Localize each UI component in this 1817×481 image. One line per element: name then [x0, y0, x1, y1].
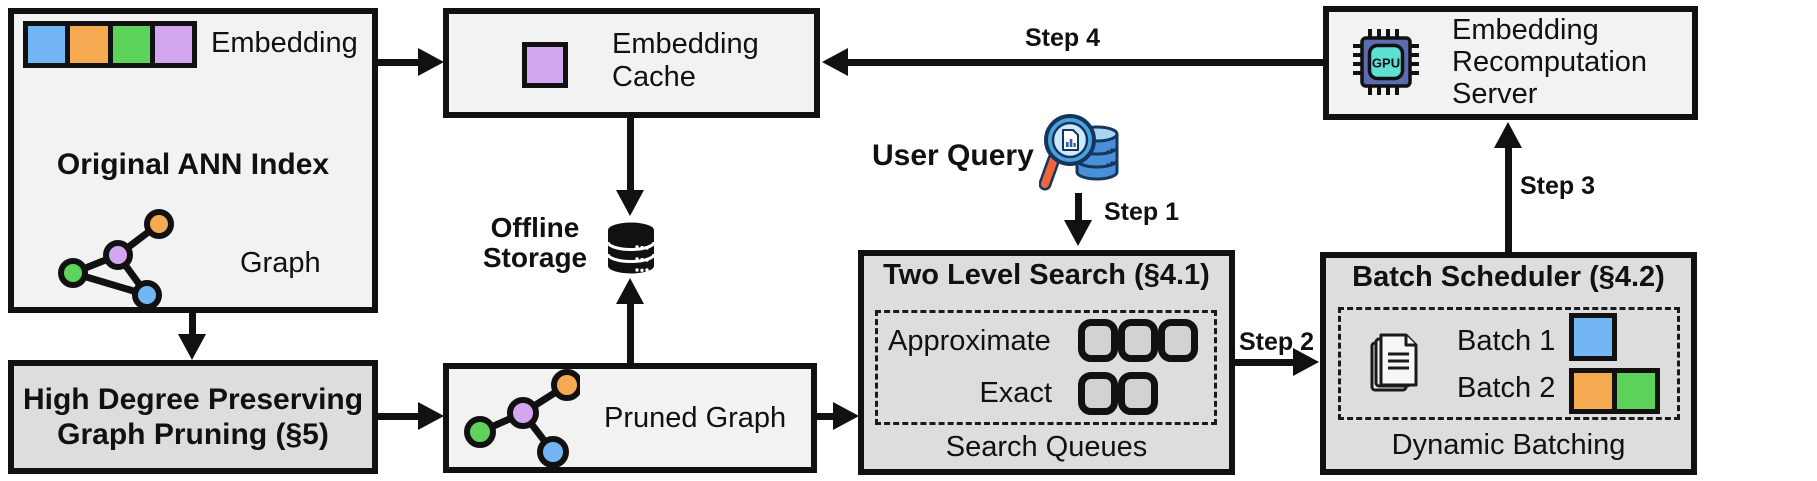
arrow-line: [378, 413, 422, 420]
graph-node-blue: [132, 280, 162, 310]
step-2-label: Step 2: [1239, 328, 1315, 356]
dynamic-batching-dashed-region: [1338, 307, 1680, 420]
approximate-queue-slot: [1118, 319, 1158, 362]
arrow-line: [189, 313, 196, 339]
original-ann-index-box: Embedding Original ANN Index Graph: [8, 8, 378, 313]
arrow-head: [616, 190, 644, 216]
batch-scheduler-title: Batch Scheduler (§4.2): [1352, 261, 1665, 293]
pruned-graph-icon: [464, 369, 580, 468]
pruned-graph-label: Pruned Graph: [604, 402, 787, 434]
batch1-chip-blue: [1569, 313, 1617, 361]
arrow-head: [418, 402, 444, 430]
graph-pruning-title-line2: Graph Pruning (§5): [57, 418, 329, 451]
arrow-head: [1064, 220, 1092, 246]
approximate-label: Approximate: [888, 325, 1051, 357]
arrow-line: [627, 118, 634, 192]
embedding-cell-orange: [65, 26, 108, 63]
embedding-vector-strip: [23, 21, 197, 68]
arrow-head: [616, 278, 644, 304]
graph-pruning-title-line1: High Degree Preserving: [22, 383, 364, 416]
two-level-search-title: Two Level Search (§4.1): [883, 259, 1210, 291]
gpu-chip-icon: GPU: [1353, 29, 1419, 95]
arrow-head: [822, 48, 848, 76]
graph-node-blue: [537, 436, 569, 468]
user-query-label: User Query: [872, 139, 1034, 172]
arrow-line: [378, 59, 422, 66]
arrow-head: [1293, 348, 1319, 376]
batch2-chip-green: [1612, 373, 1655, 409]
arrow-head: [833, 402, 859, 430]
embedding-cell-blue: [28, 26, 66, 63]
embedding-cache-label: Embedding Cache: [612, 28, 759, 93]
graph-label: Graph: [240, 247, 321, 279]
arrow-line: [817, 413, 837, 420]
approximate-queue-slot: [1078, 319, 1118, 362]
arrow-head: [178, 334, 206, 360]
batch1-label: Batch 1: [1457, 325, 1556, 357]
recomputation-server-label: Embedding Recomputation Server: [1452, 14, 1648, 110]
two-level-search-box: [858, 250, 1235, 475]
offline-storage-label: Offline Storage: [482, 212, 588, 273]
original-ann-index-title: Original ANN Index: [56, 148, 330, 181]
embedding-cell-purple: [149, 26, 192, 63]
arrow-line: [1235, 359, 1297, 366]
exact-queue-slot: [1078, 372, 1118, 415]
cached-embedding-chip: [522, 42, 568, 88]
arrow-line: [1075, 193, 1082, 223]
embedding-label: Embedding: [211, 27, 358, 59]
query-batch-documents-icon: [1370, 333, 1418, 392]
search-queues-label: Search Queues: [945, 431, 1148, 463]
search-queues-dashed-region: [875, 310, 1217, 425]
graph-node-orange: [144, 209, 174, 239]
exact-queue-slot: [1118, 372, 1158, 415]
arrow-head: [418, 48, 444, 76]
graph-node-purple: [507, 397, 539, 429]
arrow-line: [1505, 144, 1512, 252]
graph-node-green: [464, 416, 496, 448]
offline-storage-icon: [606, 222, 656, 274]
graph-node-green: [58, 258, 88, 288]
arrow-head: [1494, 122, 1522, 148]
graph-pruning-box: High Degree Preserving Graph Pruning (§5…: [8, 360, 378, 474]
graph-node-orange: [551, 369, 580, 401]
user-query-icon: [1039, 114, 1119, 191]
embedding-cache-box: [443, 8, 820, 118]
graph-pruning-title: High Degree Preserving Graph Pruning (§5…: [23, 382, 363, 452]
step-3-label: Step 3: [1520, 172, 1596, 200]
embedding-cell-green: [107, 26, 150, 63]
batch2-chips: [1569, 368, 1660, 414]
step-4-label: Step 4: [1025, 24, 1101, 52]
arrow-line: [627, 300, 634, 363]
original-graph-icon: [58, 209, 174, 310]
dynamic-batching-label: Dynamic Batching: [1391, 429, 1626, 461]
step-1-label: Step 1: [1104, 198, 1180, 226]
batch2-chip-orange: [1574, 373, 1612, 409]
graph-node-purple: [103, 240, 133, 270]
approximate-queue-slot: [1158, 319, 1198, 362]
batch2-label: Batch 2: [1457, 372, 1556, 404]
gpu-chip-label: GPU: [1372, 56, 1400, 71]
arrow-line: [846, 59, 1323, 66]
exact-label: Exact: [979, 377, 1052, 409]
